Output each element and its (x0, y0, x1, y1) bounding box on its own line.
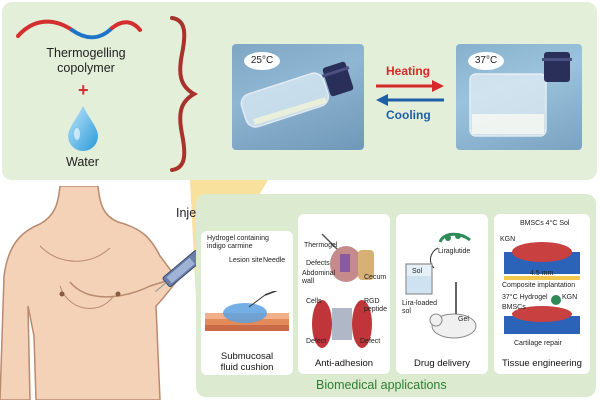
card-anti-adhesion: Thermogel Defects Abdominal wall Cecum C… (298, 214, 390, 374)
heating-label: Heating (386, 64, 431, 78)
grouping-brace (170, 16, 198, 172)
cooling-arrow (376, 94, 444, 106)
temp-badge-25c: 25°C (244, 52, 280, 70)
gel-label: Gel (458, 316, 469, 323)
lira-loaded-sol-label: Lira-loaded sol (402, 300, 438, 315)
lesion-site-label: Lesion site (229, 257, 263, 264)
submucosal-caption: Submucosal fluid cushion (220, 351, 274, 373)
human-torso-illustration (0, 186, 179, 400)
vial-photo-37c (456, 44, 582, 150)
anti-adhesion-caption: Anti-adhesion (314, 358, 374, 369)
hydrogel-37c-label: 37°C Hydrogel (502, 294, 548, 301)
tissue-engineering-caption: Tissue engineering (502, 358, 582, 369)
rgd-peptide-label: RGD peptide (364, 298, 387, 313)
heating-arrow (376, 80, 444, 92)
abdominal-wall-label: Abdominal wall (302, 270, 336, 285)
composite-implantation-label: Composite implantation (502, 282, 576, 289)
water-drop-icon (68, 106, 98, 151)
card-submucosal: Hydrogel containing indigo carmine Lesio… (201, 231, 293, 375)
copolymer-label: Thermogelling copolymer (46, 46, 126, 75)
plus-sign: + (78, 80, 89, 100)
biomedical-applications-title: Biomedical applications (316, 378, 447, 392)
tissue-engineering-illustration (504, 242, 580, 334)
cartilage-repair-label: Cartilage repair (514, 340, 562, 347)
water-label: Water (66, 155, 99, 169)
drug-delivery-caption: Drug delivery (414, 358, 470, 369)
thermogel-label: Thermogel (304, 242, 338, 249)
bmscs-label: BMSCs (502, 304, 526, 311)
defect-label-1: Defect (306, 338, 327, 345)
card-tissue-engineering: BMSCs 4°C Sol KGN 4.5 mm Composite impla… (494, 214, 590, 374)
defects-label: Defects (306, 260, 330, 267)
hydrogel-indigo-label: Hydrogel containing indigo carmine (207, 235, 269, 250)
cooling-label: Cooling (386, 108, 431, 122)
submucosal-illustration (205, 291, 289, 331)
cells-label: Cells (306, 298, 322, 305)
cecum-label: Cecum (364, 274, 387, 281)
kgn-label-1: KGN (500, 236, 516, 243)
kgn-label-2: KGN (562, 294, 578, 301)
sol-label: Sol (412, 268, 423, 275)
copolymer-chain-icon (16, 19, 142, 40)
card-drug-delivery: Liraglutide Sol Lira-loaded sol Gel Drug… (396, 214, 488, 374)
liraglutide-label: Liraglutide (438, 248, 471, 255)
bmscs-sol-label: BMSCs 4°C Sol (520, 220, 570, 227)
defect-label-2: Defect (360, 338, 381, 345)
temp-badge-37c: 37°C (468, 52, 504, 70)
needle-label: Needle (263, 257, 286, 264)
anti-adhesion-illustration (312, 233, 374, 348)
dimension-label: 4.5 mm (530, 270, 554, 277)
drug-delivery-illustration (405, 232, 477, 339)
